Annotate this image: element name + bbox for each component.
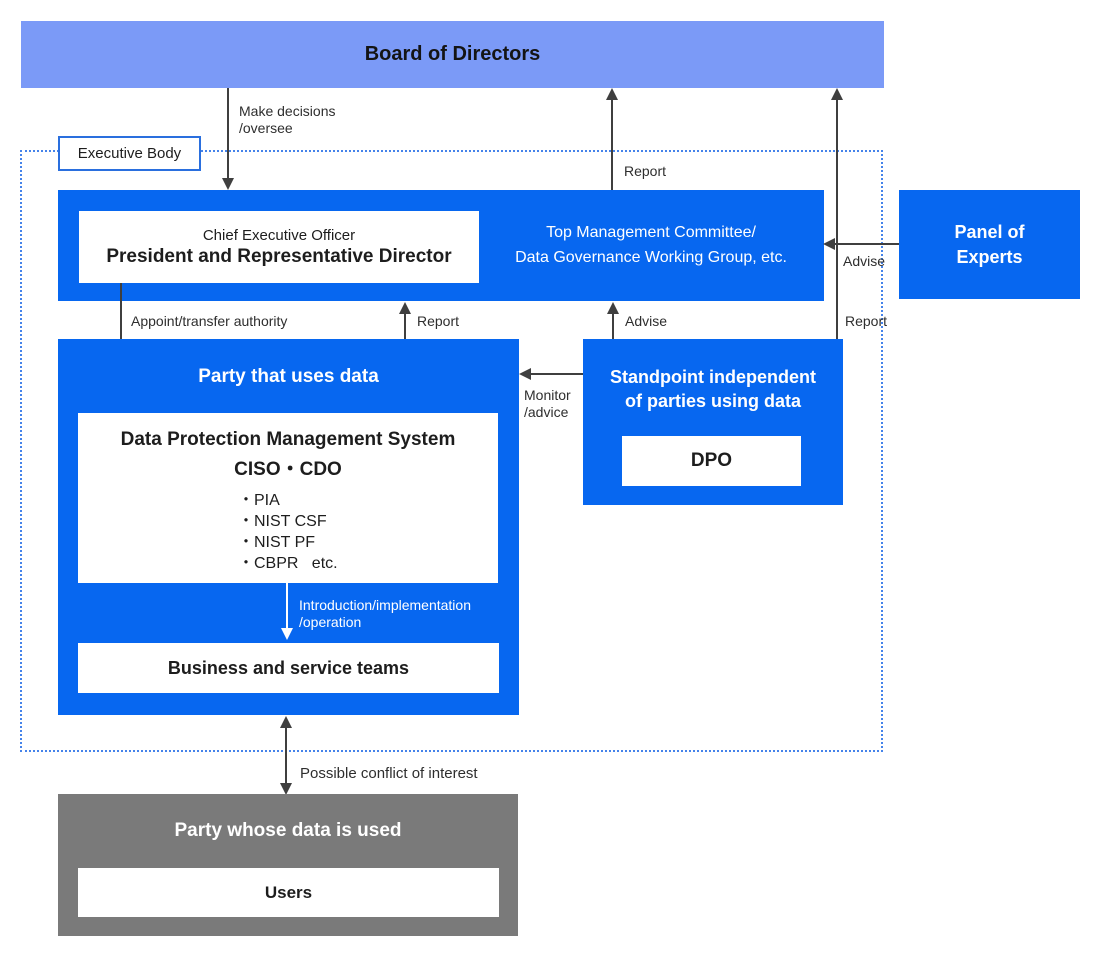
monitor-label-line1: Monitor (524, 387, 571, 403)
monitor-label: Monitor /advice (524, 387, 571, 421)
arrow-advise-panel-head (823, 238, 835, 250)
arrow-report-party-line (404, 313, 406, 339)
executive-body-region (20, 150, 883, 752)
arrow-conflict-head-up (280, 716, 292, 728)
arrow-report-dpo-line (836, 99, 838, 339)
standpoint-title-line2: of parties using data (624, 391, 802, 412)
party-uses-data-title: Party that uses data (198, 366, 379, 387)
dpo-label: DPO (690, 450, 733, 471)
dpms-title: Data Protection Management System (120, 429, 456, 450)
arrow-advise-panel-line (835, 243, 899, 245)
committee-label-line1: Top Management Committee/ (546, 223, 756, 241)
committee-label: Top Management Committee/ Data Governanc… (478, 190, 824, 301)
arrow-report-exec-line (611, 99, 613, 190)
board-of-directors-label: Board of Directors (364, 43, 541, 65)
advise-panel-label: Advise (843, 253, 886, 269)
make-decisions-label-line1: Make decisions (239, 103, 336, 119)
standpoint-title-line1: Standpoint independent (610, 367, 816, 387)
arrow-report-party-head (399, 302, 411, 314)
dpms-framework-list: ・PIA ・NIST CSF ・NIST PF ・CBPR etc. (238, 490, 498, 574)
arrow-introduction-head (281, 628, 293, 640)
party-whose-data-title: Party whose data is used (174, 820, 402, 841)
arrow-monitor-head (519, 368, 531, 380)
standpoint-title: Standpoint independent of parties using … (583, 365, 843, 414)
ceo-name-label: President and Representative Director (106, 245, 452, 267)
executive-body-tag: Executive Body (58, 136, 201, 171)
arrow-monitor-line (531, 373, 583, 375)
report-party-label: Report (417, 313, 460, 329)
arrow-conflict-head-down (280, 783, 292, 795)
introduction-label-line1: Introduction/implementation (299, 597, 471, 613)
report-exec-label: Report (624, 163, 667, 179)
committee-label-line2: Data Governance Working Group, etc. (515, 248, 787, 266)
introduction-label: Introduction/implementation /operation (299, 597, 471, 631)
panel-label-line2: Experts (956, 246, 1023, 267)
panel-label-line1: Panel of (954, 222, 1025, 243)
list-item: ・NIST CSF (238, 513, 327, 530)
list-item: ・NIST PF (238, 534, 316, 551)
monitor-label-line2: /advice (524, 403, 569, 420)
arrow-make-decisions-head (222, 178, 234, 190)
list-item: ・PIA (238, 492, 280, 509)
arrow-introduction-line (286, 583, 288, 629)
business-teams-label: Business and service teams (167, 657, 410, 678)
ceo-box: Chief Executive Officer President and Re… (79, 211, 479, 283)
users-box: Users (78, 868, 499, 917)
arrow-make-decisions-line (227, 88, 229, 178)
make-decisions-label: Make decisions /oversee (239, 103, 336, 137)
report-dpo-label: Report (845, 313, 888, 329)
make-decisions-label-line2: /oversee (239, 119, 293, 136)
board-of-directors-box: Board of Directors (21, 21, 884, 88)
users-label: Users (264, 882, 313, 902)
conflict-label: Possible conflict of interest (300, 765, 478, 782)
arrow-advise-dpo-line (612, 313, 614, 339)
advise-dpo-label: Advise (625, 313, 668, 329)
appoint-label: Appoint/transfer authority (131, 313, 288, 329)
business-teams-box: Business and service teams (78, 643, 499, 693)
list-item: ・CBPR etc. (238, 555, 338, 572)
ceo-title-label: Chief Executive Officer (202, 226, 356, 244)
dpms-subtitle: CISO・CDO (234, 459, 342, 480)
arrow-report-dpo-head (831, 88, 843, 100)
dpo-box: DPO (622, 436, 801, 486)
arrow-conflict-line (285, 727, 287, 784)
introduction-label-line2: /operation (299, 613, 362, 630)
panel-of-experts-box: Panel of Experts (899, 190, 1080, 299)
executive-body-tag-label: Executive Body (77, 145, 182, 162)
arrow-report-exec-head (606, 88, 618, 100)
dpms-box: Data Protection Management System CISO・C… (78, 413, 498, 583)
arrow-advise-dpo-head (607, 302, 619, 314)
